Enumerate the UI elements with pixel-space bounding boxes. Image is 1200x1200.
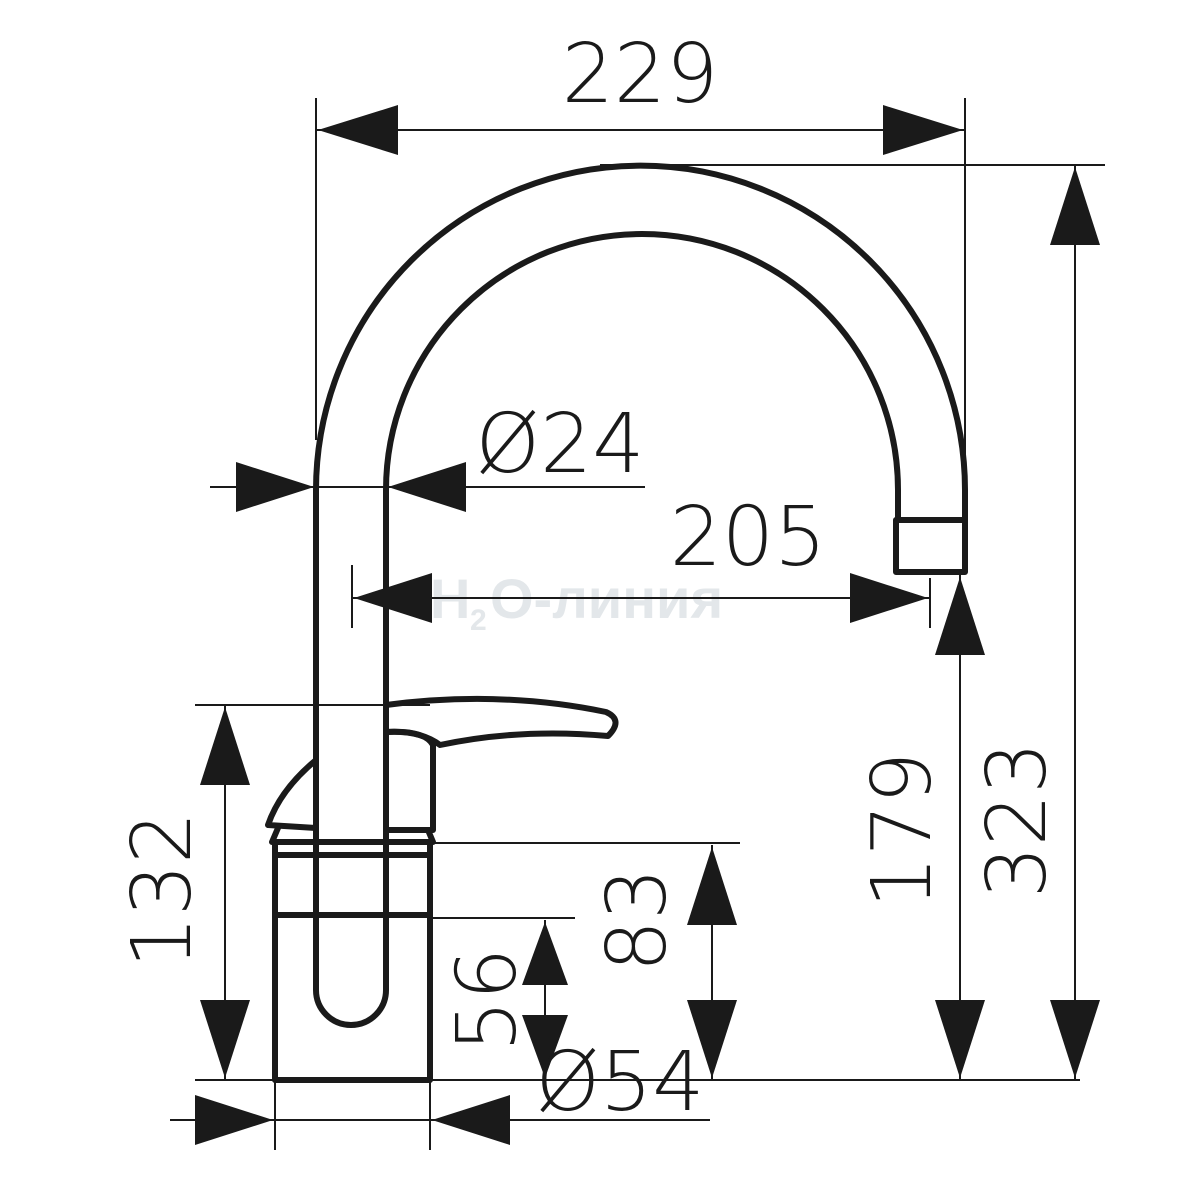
svg-text:Ø54: Ø54 [536,1035,705,1130]
svg-text:83: 83 [590,868,685,972]
dim-tube-diameter: Ø24 [210,397,645,512]
base [272,839,433,1083]
dim-spout-height: 179 [855,575,985,1080]
spout-inner [383,231,968,858]
inner-tube [313,852,389,1028]
dim-lever-height: 132 [115,705,250,1080]
dim-overall-width: 229 [316,27,965,155]
dim-spout-reach: 205 [352,490,930,623]
handle-body [383,728,436,833]
svg-text:323: 323 [970,742,1065,899]
spout-outer [313,162,968,858]
dim-base-diameter: Ø54 [170,1035,710,1145]
faucet-outline [265,162,968,1083]
svg-text:132: 132 [115,812,210,969]
dim-base-lower-height: 56 [440,920,568,1080]
extension-lines [195,98,1105,1150]
svg-text:2: 2 [470,604,487,637]
svg-text:205: 205 [670,490,827,585]
collar-dome [265,757,319,831]
svg-text:Ø24: Ø24 [476,397,645,492]
svg-text:229: 229 [562,27,719,122]
lever [383,695,619,748]
dim-overall-height: 323 [970,165,1100,1080]
svg-text:179: 179 [855,752,950,909]
svg-text:56: 56 [440,948,535,1052]
dim-base-height: 83 [590,845,737,1080]
